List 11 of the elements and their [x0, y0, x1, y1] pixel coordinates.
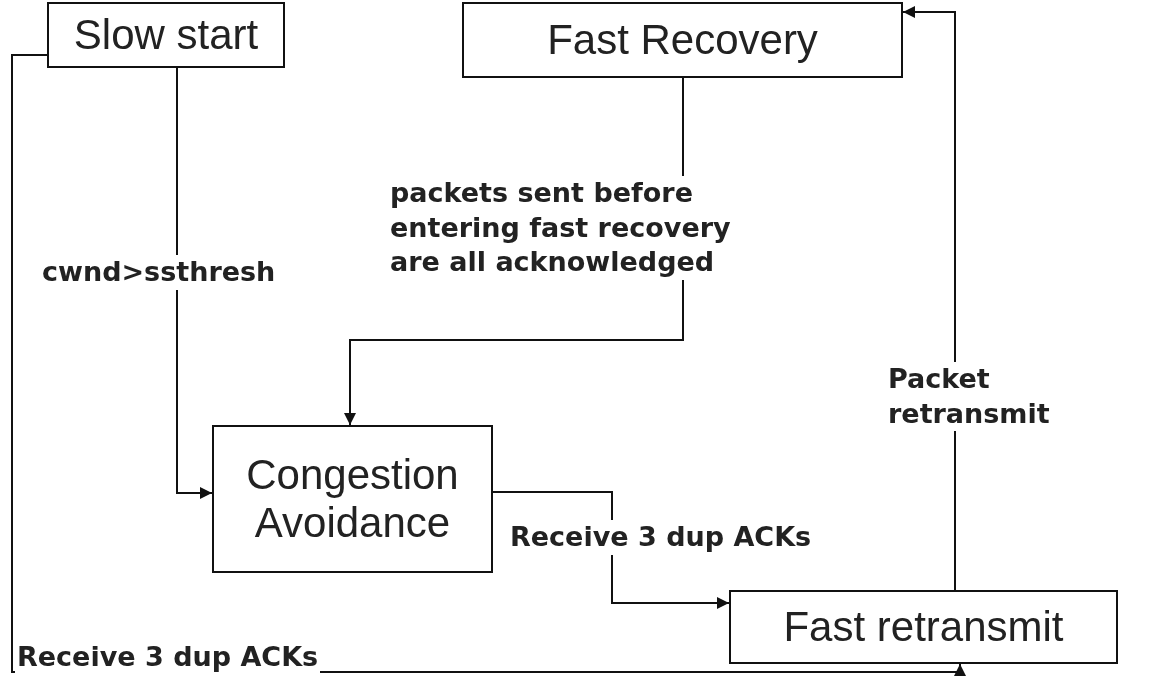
state-name: Fast Recovery	[547, 15, 818, 65]
state-box	[462, 2, 903, 78]
state-box	[212, 425, 493, 573]
state-name: Slow start	[73, 10, 259, 60]
state-box	[47, 2, 285, 68]
connector-arrow	[902, 6, 956, 591]
state-name: Fast retransmit	[783, 602, 1064, 652]
state-box	[729, 590, 1118, 664]
state-name: Congestion Avoidance	[245, 450, 460, 548]
connector-arrow	[492, 491, 730, 609]
connector-arrow	[176, 67, 213, 499]
